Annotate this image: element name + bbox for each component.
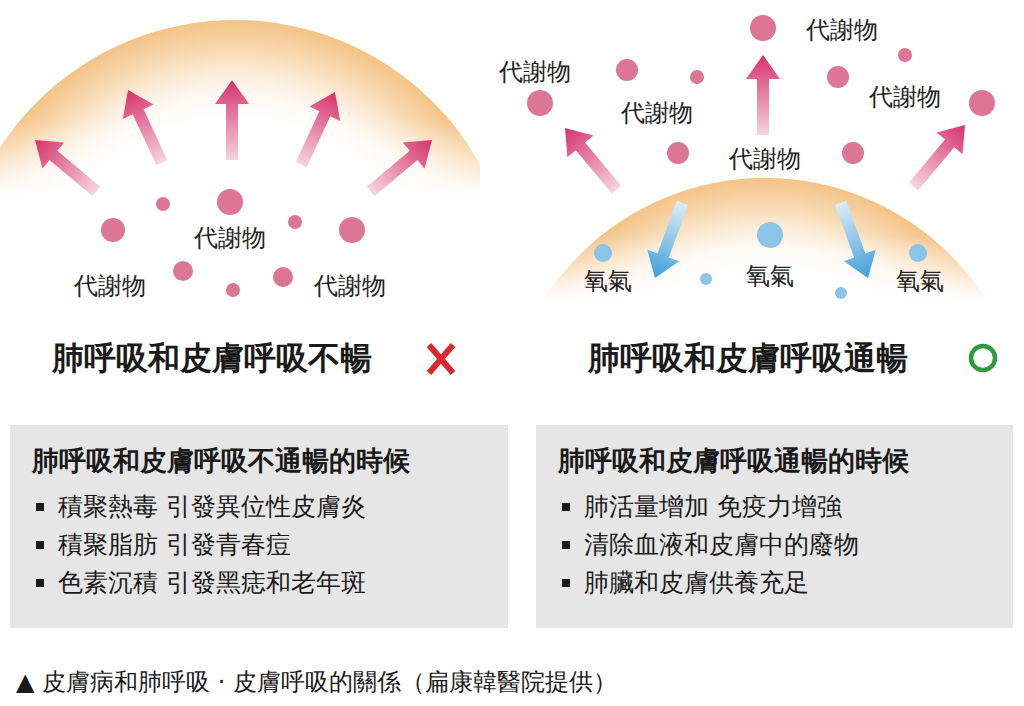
bullet-square [36,579,44,587]
list-item: 積聚脂肪 引發青春痘 [32,526,488,564]
substance-label: 代謝物 [74,272,146,301]
bullet-square [562,579,570,587]
box-heading: 肺呼吸和皮膚呼吸不通暢的時候 [32,443,488,478]
substance-label: 氧氣 [896,267,944,296]
outflow-arrows [24,80,443,204]
substance-label: 代謝物 [621,99,693,128]
substance-label: 氧氣 [584,267,632,296]
substance-label: 代謝物 [499,58,571,87]
substance-label: 代謝物 [869,83,941,112]
info-box: 肺呼吸和皮膚呼吸通暢的時候肺活量增加 免疫力增強清除血液和皮膚中的廢物肺臟和皮膚… [536,425,1013,628]
substance-label: 代謝物 [729,145,801,174]
list-item: 肺臟和皮膚供養充足 [558,564,993,602]
cross-mark [429,345,453,373]
list-item: 肺活量增加 免疫力增強 [558,488,993,526]
box-heading: 肺呼吸和皮膚呼吸通暢的時候 [558,443,993,478]
figure-caption: ▲ 皮膚病和肺呼吸 · 皮膚呼吸的關係（扁康韓醫院提供） [16,668,617,697]
panel-heading: 肺呼吸和皮膚呼吸不暢 [52,339,372,377]
skin-dome [0,20,480,195]
bullet-square [36,541,44,549]
list-item: 積聚熱毒 引發異位性皮膚炎 [32,488,488,526]
bullet-square [36,503,44,511]
list-item: 色素沉積 引發黑痣和老年斑 [32,564,488,602]
substance-label: 氧氣 [746,262,794,291]
substance-label: 代謝物 [194,224,266,253]
outflow-arrows [552,55,978,200]
bullet-square [562,541,570,549]
metabolite-dots [527,15,995,164]
oxygen-dots [594,222,927,299]
panel-heading: 肺呼吸和皮膚呼吸通暢 [588,339,908,377]
bullet-square [562,503,570,511]
info-box: 肺呼吸和皮膚呼吸不通暢的時候積聚熱毒 引發異位性皮膚炎積聚脂肪 引發青春痘色素沉… [10,425,508,628]
list-item: 清除血液和皮膚中的廢物 [558,526,993,564]
skin-dome [500,178,1024,300]
substance-label: 代謝物 [314,272,386,301]
circle-mark [971,346,995,370]
substance-label: 代謝物 [806,16,878,45]
